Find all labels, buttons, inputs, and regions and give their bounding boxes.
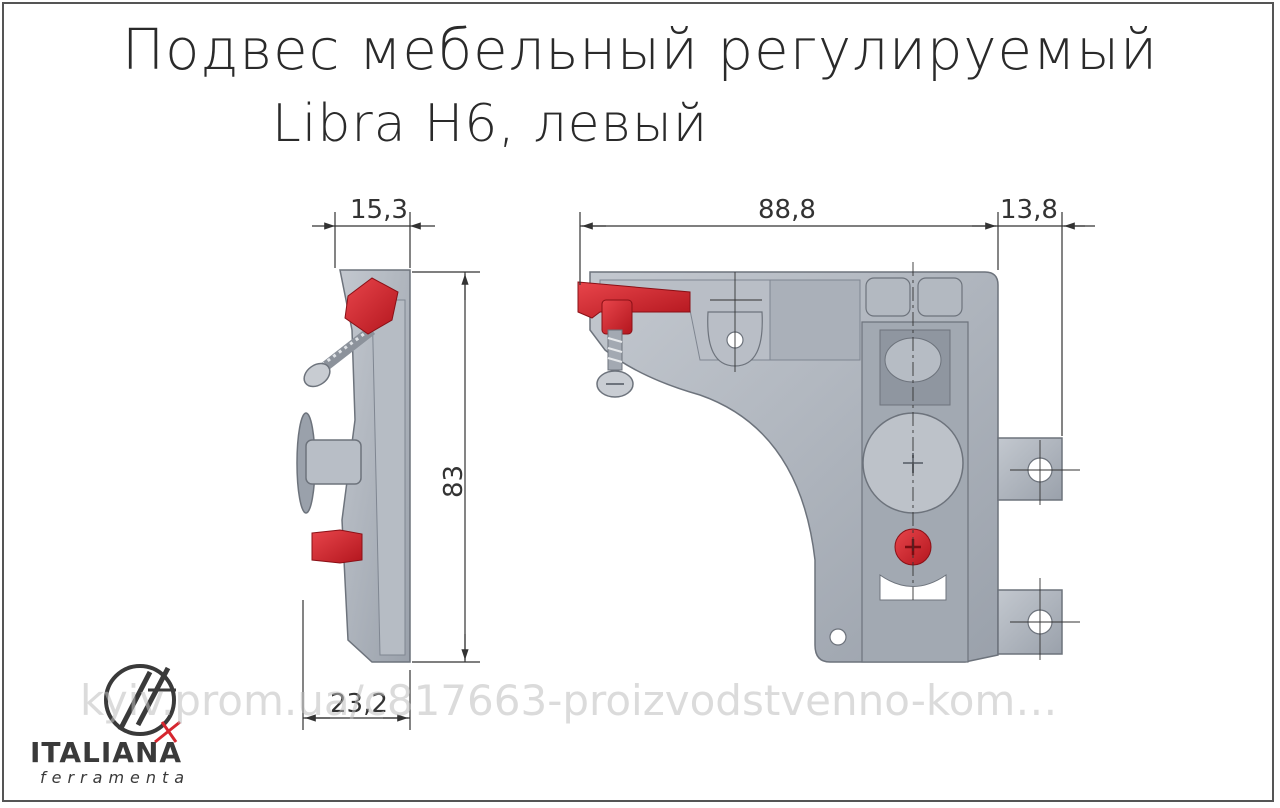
dim-length: 88,8 bbox=[758, 195, 816, 225]
side-dimension-lines bbox=[302, 212, 480, 730]
dim-bottom-width: 23,2 bbox=[330, 689, 388, 719]
red-key-icon bbox=[577, 281, 691, 335]
dim-top-width: 15,3 bbox=[350, 195, 408, 225]
dim-tab-offset: 13,8 bbox=[1000, 195, 1058, 225]
logo-subtitle: ferramenta bbox=[40, 768, 191, 787]
front-screw-icon bbox=[596, 329, 634, 398]
title-line-2: Libra H6, левый bbox=[271, 94, 709, 154]
mounting-tab-upper bbox=[997, 437, 1063, 501]
dim-height: 83 bbox=[439, 465, 469, 498]
logo-brand: ITALIANA bbox=[30, 736, 183, 769]
front-view bbox=[577, 271, 1063, 663]
watermark-text: kyiv.prom.ua/c817663-proizvodstvenno-kom… bbox=[80, 676, 1058, 725]
side-view bbox=[296, 269, 411, 663]
side-screw-icon bbox=[303, 326, 376, 388]
italiana-logo-icon bbox=[104, 664, 181, 744]
front-dimension-lines bbox=[579, 212, 1095, 660]
title-line-1: Подвес мебельный регулируемый bbox=[122, 18, 1158, 83]
side-red-stud-icon bbox=[311, 529, 363, 564]
side-red-cap-icon bbox=[344, 277, 399, 335]
